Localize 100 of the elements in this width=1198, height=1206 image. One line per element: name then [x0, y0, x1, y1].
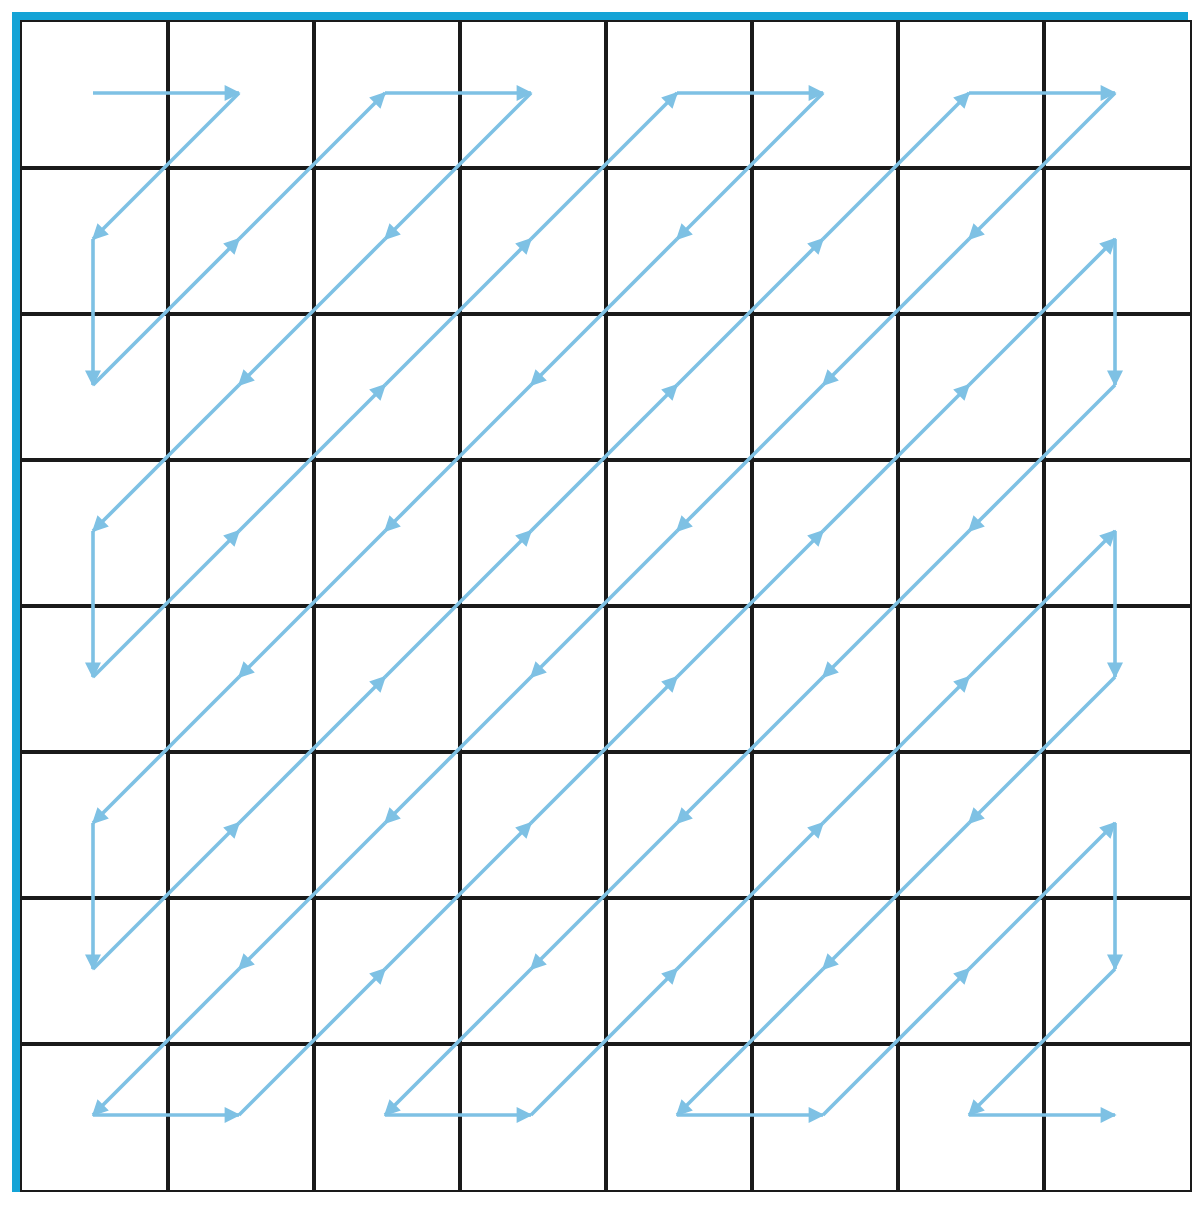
grid-cell	[750, 1042, 899, 1191]
arrow	[821, 383, 971, 533]
grid-cell	[20, 1042, 169, 1191]
arrow	[93, 85, 241, 101]
grid-cell	[1042, 166, 1191, 315]
grid-cell	[750, 20, 899, 169]
arrow	[237, 967, 387, 1117]
arrow	[529, 675, 679, 825]
grid-cell	[312, 896, 461, 1045]
grid-cell	[896, 312, 1045, 461]
grid-cell	[166, 312, 315, 461]
grid-cell	[896, 458, 1045, 607]
grid-cell	[604, 166, 753, 315]
grid-cell	[604, 1042, 753, 1191]
arrow	[821, 821, 971, 971]
grid-cell	[20, 750, 169, 899]
grid-cell	[458, 750, 607, 899]
arrow	[91, 529, 241, 679]
grid-cell	[896, 1042, 1045, 1191]
arrow	[85, 239, 101, 387]
grid-cell	[20, 20, 169, 169]
arrow	[1107, 531, 1123, 679]
arrow	[969, 1107, 1117, 1123]
arrow	[675, 675, 825, 825]
grid-cell	[896, 604, 1045, 753]
grid-cell	[1042, 458, 1191, 607]
arrow	[237, 529, 387, 679]
grid-cell	[1042, 896, 1191, 1045]
grid-cell	[1042, 604, 1191, 753]
arrow	[821, 91, 971, 241]
arrow	[237, 821, 387, 971]
arrow	[529, 237, 679, 387]
arrow	[529, 529, 679, 679]
arrow	[967, 675, 1117, 825]
grid-cell	[20, 166, 169, 315]
arrow	[821, 237, 971, 387]
grid-cell	[166, 458, 315, 607]
grid-cell	[458, 604, 607, 753]
grid-cell	[750, 458, 899, 607]
grid-cell	[312, 458, 461, 607]
grid-cell	[604, 20, 753, 169]
arrow	[383, 529, 533, 679]
arrow	[821, 675, 971, 825]
grid-cell	[20, 604, 169, 753]
grid-cell	[604, 458, 753, 607]
grid-cell	[458, 896, 607, 1045]
arrow	[385, 1107, 533, 1123]
grid-cell	[604, 750, 753, 899]
grid-cell	[166, 750, 315, 899]
grid-cell	[1042, 312, 1191, 461]
grid-cell	[896, 166, 1045, 315]
grid-cell	[750, 604, 899, 753]
arrow	[93, 1107, 241, 1123]
grid-cell	[20, 896, 169, 1045]
arrow	[383, 91, 533, 241]
arrow	[675, 821, 825, 971]
arrow	[675, 383, 825, 533]
grid-cell	[166, 1042, 315, 1191]
arrow	[383, 383, 533, 533]
grid-cell	[312, 604, 461, 753]
grid-cell	[458, 166, 607, 315]
grid-cell	[166, 20, 315, 169]
grid-cell	[312, 20, 461, 169]
arrow	[675, 967, 825, 1117]
grid-cell	[458, 20, 607, 169]
grid-cell	[458, 1042, 607, 1191]
grid-cell	[1042, 750, 1191, 899]
arrow	[967, 383, 1117, 533]
arrow	[967, 529, 1117, 679]
grid-cell	[750, 896, 899, 1045]
arrow	[383, 675, 533, 825]
arrow	[675, 529, 825, 679]
arrow	[85, 823, 101, 971]
arrow	[383, 967, 533, 1117]
arrow	[967, 91, 1117, 241]
arrow	[821, 529, 971, 679]
arrow	[675, 91, 825, 241]
arrow	[1107, 239, 1123, 387]
arrow	[529, 967, 679, 1117]
arrow	[1107, 823, 1123, 971]
arrow	[237, 91, 387, 241]
arrow	[91, 91, 241, 241]
arrow	[237, 675, 387, 825]
arrow	[91, 967, 241, 1117]
arrow	[821, 967, 971, 1117]
arrow	[383, 237, 533, 387]
arrow	[967, 821, 1117, 971]
grid-cell	[750, 166, 899, 315]
arrow	[675, 237, 825, 387]
grid-cell	[312, 166, 461, 315]
arrow	[85, 531, 101, 679]
arrow	[677, 85, 825, 101]
grid-cell	[20, 312, 169, 461]
grid-cell	[312, 750, 461, 899]
grid-cell	[20, 458, 169, 607]
arrow	[383, 821, 533, 971]
arrow	[969, 85, 1117, 101]
arrow	[237, 237, 387, 387]
arrow	[967, 967, 1117, 1117]
grid-cell	[604, 896, 753, 1045]
